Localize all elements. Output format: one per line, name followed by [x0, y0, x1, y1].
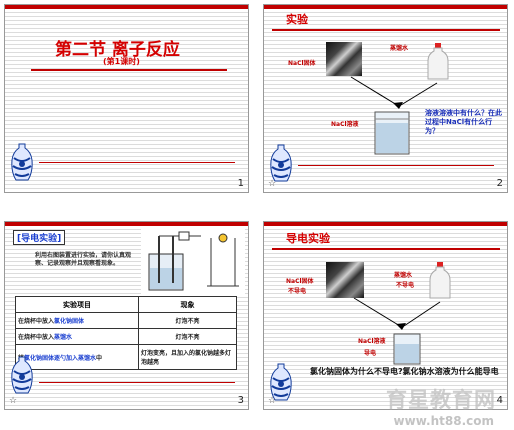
- header-result: 现象: [138, 296, 237, 313]
- instruction-text: 利用右图装置进行实验，请你认真观察、记录观察并且观察看现象。: [35, 252, 132, 267]
- label-distilled-water: 蒸馏水: [394, 272, 413, 279]
- beaker-icon: [393, 333, 421, 365]
- top-bar: [264, 5, 507, 9]
- top-bar: [264, 222, 507, 226]
- header-item: 实验项目: [15, 296, 139, 313]
- footer-line: [298, 165, 494, 166]
- circuit-diagram: [141, 228, 245, 296]
- slide-number: 1: [237, 178, 244, 189]
- slide-title: 导电实验: [286, 232, 330, 245]
- slide-subtitle: (第1课时): [103, 57, 140, 66]
- watermark-logo: 育星教育网: [386, 388, 496, 412]
- label-water-note: 不导电: [396, 282, 415, 289]
- table-row: 在烧杯中放入蒸馏水 灯泡不亮: [15, 328, 237, 345]
- arrows: [350, 76, 438, 109]
- background-lines: [264, 222, 507, 409]
- vase-icon: [270, 363, 292, 401]
- question-text: 氯化钠固体为什么不导电?氯化钠水溶液为什么能导电: [310, 367, 499, 376]
- title-underline: [31, 69, 227, 71]
- background-lines: [5, 5, 248, 192]
- table-row: 在烧杯中放入氯化钠固体 灯泡不亮: [15, 312, 237, 329]
- slide-title: [导电实验]: [13, 230, 66, 245]
- nacl-solid-photo: [326, 42, 362, 76]
- item-cell: 将氯化钠固体逐勺加入蒸馏水中: [15, 344, 139, 370]
- slide-number: 3: [237, 395, 244, 406]
- vase-icon: [270, 144, 292, 182]
- slide-title: 第二节 离子反应: [55, 40, 180, 60]
- result-cell: 灯泡不亮: [138, 328, 237, 345]
- title-underline: [272, 248, 500, 250]
- result-cell: 灯泡变亮，且加入的氯化钠越多灯泡越亮: [138, 344, 237, 370]
- slide-4[interactable]: 导电实验 NaCl固体 不导电 蒸馏水 不导电 NaCl溶液 导电 氯化钠固体为…: [263, 221, 508, 410]
- slide-3[interactable]: [导电实验] 利用右图装置进行实验，请你认真观察、记录观察并且观察看现象。 实验…: [4, 221, 249, 410]
- question-text: 溶液溶液中有什么？在此过程中NaCl有什么行为？: [425, 109, 502, 135]
- slide-1[interactable]: 第二节 离子反应 (第1课时) 1: [4, 4, 249, 193]
- label-nacl-solid: NaCl固体: [288, 60, 316, 67]
- item-cell: 在烧杯中放入氯化钠固体: [15, 312, 139, 329]
- slide-2[interactable]: 实验 NaCl固体 蒸馏水 NaCl溶液 溶液溶液中有什么？在此过程中NaCl有…: [263, 4, 508, 193]
- label-solution-note: 导电: [364, 350, 377, 357]
- item-cell: 在烧杯中放入蒸馏水: [15, 328, 139, 345]
- label-distilled-water: 蒸馏水: [390, 45, 409, 52]
- arrows: [353, 297, 441, 330]
- slide-number: 4: [496, 395, 503, 406]
- beaker-icon: [374, 111, 410, 155]
- vase-icon: [11, 143, 33, 181]
- water-bottle-icon: [429, 262, 451, 299]
- label-nacl-solid: NaCl固体: [286, 278, 314, 285]
- footer-line: [39, 382, 235, 383]
- footer-line: [39, 162, 235, 163]
- result-cell: 灯泡不亮: [138, 312, 237, 329]
- label-solid-note: 不导电: [288, 288, 307, 295]
- label-nacl-solution: NaCl溶液: [358, 338, 386, 345]
- nacl-solid-photo: [326, 262, 364, 298]
- top-bar: [5, 222, 248, 226]
- star-icon: ☆: [268, 396, 277, 406]
- label-nacl-solution: NaCl溶液: [331, 121, 359, 128]
- star-icon: ☆: [9, 396, 18, 406]
- title-underline: [272, 29, 500, 31]
- slide-title: 实验: [286, 13, 308, 26]
- watermark-url: www.ht88.com: [393, 414, 494, 428]
- experiment-table: 实验项目 现象 在烧杯中放入氯化钠固体 灯泡不亮 在烧杯中放入蒸馏水 灯泡不亮 …: [15, 296, 237, 370]
- vase-icon: [11, 356, 33, 394]
- table-row: 将氯化钠固体逐勺加入蒸馏水中 灯泡变亮，且加入的氯化钠越多灯泡越亮: [15, 344, 237, 370]
- top-bar: [5, 5, 248, 9]
- water-bottle-icon: [427, 43, 449, 80]
- slide-number: 2: [496, 178, 503, 189]
- star-icon: ☆: [268, 179, 277, 189]
